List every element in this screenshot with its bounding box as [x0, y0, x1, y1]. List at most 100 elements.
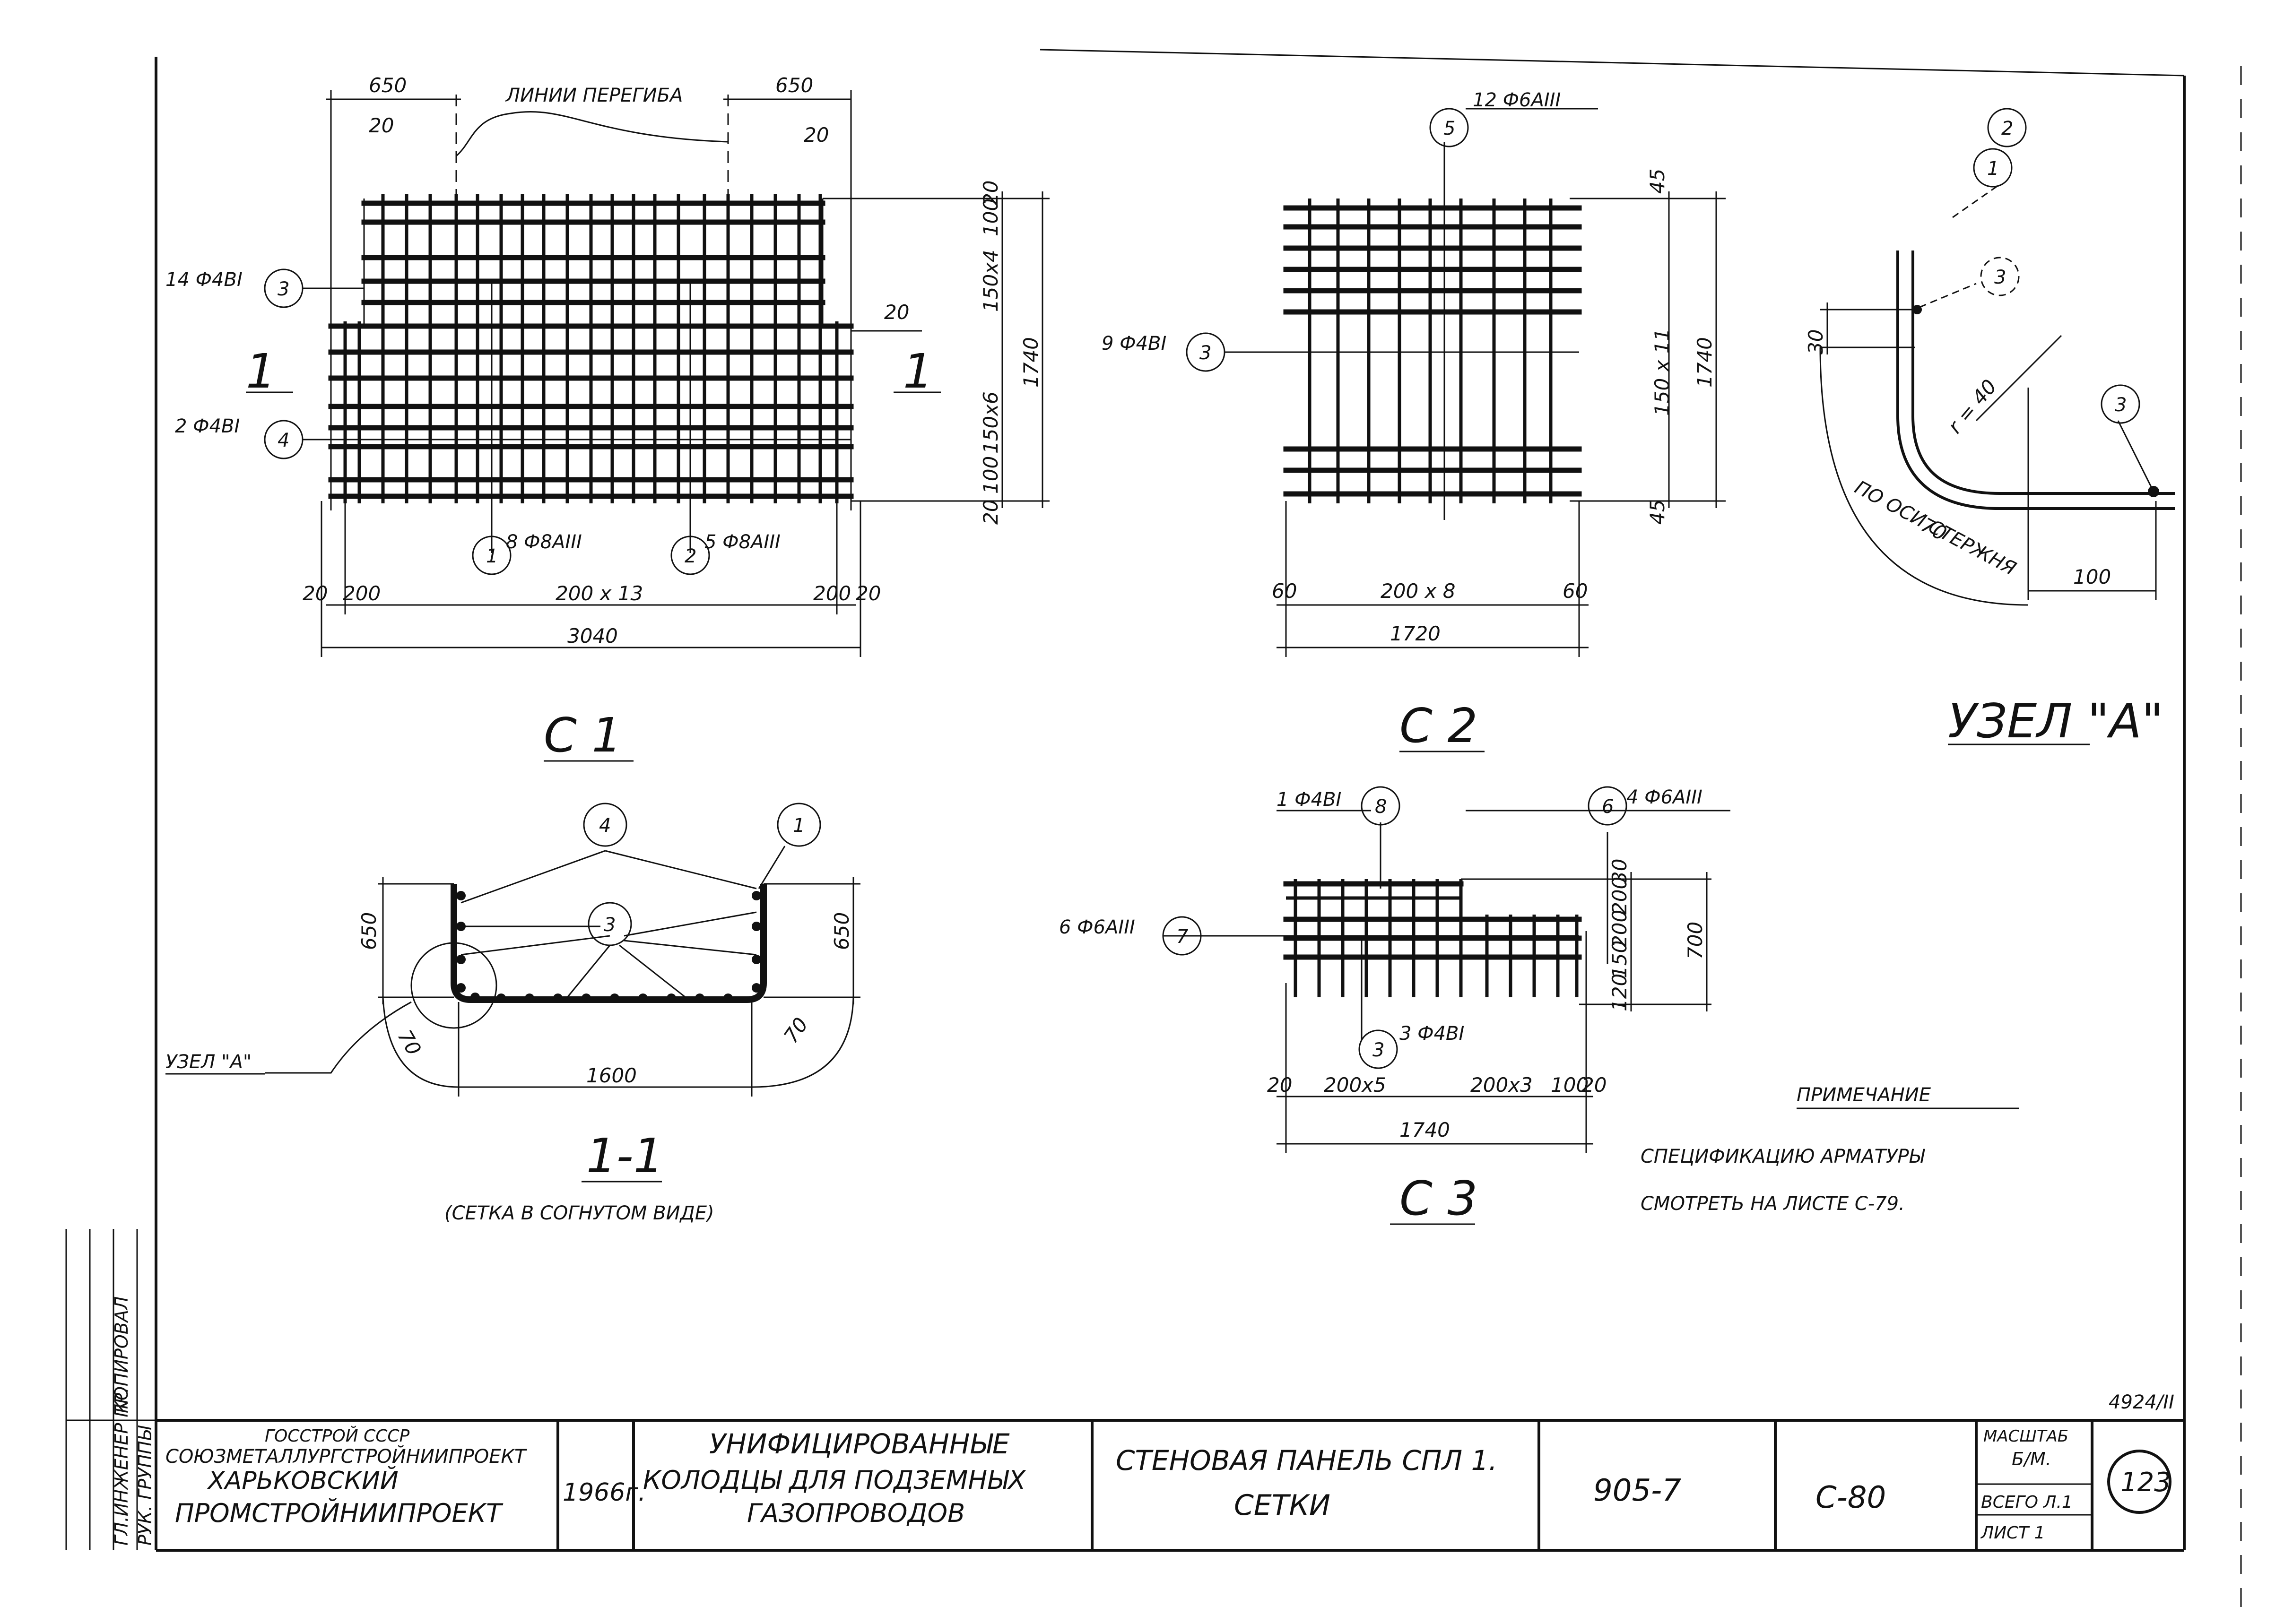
rebar-section-dot	[723, 993, 733, 1003]
note-block: ПРИМЕЧАНИЕ СПЕЦИФИКАЦИЮ АРМАТУРЫ СМОТРЕТ…	[1641, 1084, 2019, 1215]
callout-3f4: 3 Ф4ВI	[1399, 1023, 1464, 1045]
dim-bot-200: 200	[343, 582, 381, 605]
c2-title: С 2	[1399, 698, 1477, 753]
dim-c3-20a: 20	[1267, 1073, 1292, 1097]
dim-c3-30: 30	[1608, 859, 1631, 884]
svg-text:3: 3	[2115, 394, 2127, 416]
dim-c3-150: 150	[1608, 941, 1631, 978]
svg-text:1: 1	[793, 815, 805, 837]
section-mark-left: 1	[246, 344, 276, 399]
dim-bot-200b: 200	[813, 582, 851, 605]
rebar-section-dot	[752, 955, 761, 964]
svg-text:4: 4	[599, 815, 611, 837]
rebar-section-dot	[525, 993, 534, 1003]
marker-6-c3: 6	[1588, 786, 1627, 826]
dim-c3-120: 120	[1608, 974, 1631, 1011]
callout-9f4: 9 Ф4ВI	[1102, 333, 1166, 354]
dim-c3-1740: 1740	[1399, 1118, 1450, 1141]
mesh-c3-text: 30 200 200 150 120 700 20 200x5 200x3 10…	[1059, 786, 1707, 1226]
marker-3-sec: 3	[588, 902, 632, 946]
dim-c2-1740: 1740	[1693, 337, 1716, 388]
marker-1-node: 1	[1973, 148, 2013, 188]
sheet-frame	[155, 49, 2242, 1607]
svg-text:3: 3	[1199, 342, 1211, 364]
rebar-section-dot	[638, 993, 648, 1003]
rebar-section-dot	[496, 993, 506, 1003]
dim-100: 100	[2073, 565, 2111, 588]
org-line-1: ГОССТРОЙ СССР	[265, 1426, 409, 1446]
dim-c3-200a: 200	[1608, 877, 1631, 915]
callout-8f8: 8 Ф8АIII	[506, 531, 582, 553]
rebar-section-dot	[553, 993, 563, 1003]
dim-c3-700: 700	[1684, 922, 1707, 959]
stamp-line-1: РУК. ГРУППЫ	[135, 1425, 156, 1546]
section-mark-right: 1	[903, 344, 933, 399]
svg-text:3: 3	[278, 278, 289, 300]
marker-2-c1: 2	[670, 536, 710, 575]
scale-label: МАСШТАБ	[1983, 1427, 2068, 1446]
mesh-c3	[1163, 810, 1730, 1153]
drawing-number: С-80	[1815, 1480, 1886, 1515]
dim-c2-1720: 1720	[1390, 622, 1441, 645]
rebar-section-dot	[456, 983, 466, 993]
svg-text:7: 7	[1176, 926, 1189, 948]
bend-lines-label: ЛИНИИ ПЕРЕГИБА	[505, 85, 683, 106]
rebar-section-dot	[456, 891, 466, 900]
series-number: 905-7	[1593, 1473, 1681, 1508]
section-1-1	[265, 846, 860, 1097]
dim-45-bot: 45	[1646, 500, 1669, 525]
dim-c3-200x3: 200x3	[1470, 1073, 1533, 1097]
stamp-line-2: ГЛ.ИНЖЕНЕР ПР.	[111, 1387, 132, 1546]
rebar-section-dot	[470, 993, 480, 1002]
section-title: 1-1	[586, 1128, 663, 1183]
dim-c3-100: 100	[1551, 1073, 1589, 1097]
svg-text:4: 4	[278, 430, 289, 451]
dim-right-150x6: 150x6	[979, 391, 1002, 454]
callout-14f4: 14 Ф4ВI	[165, 269, 243, 291]
dim-bot-mid: 200 x 13	[556, 582, 643, 605]
marker-3-c2: 3	[1186, 332, 1225, 372]
marker-7-c3: 7	[1162, 916, 1202, 956]
dim-right-100: 100	[979, 199, 1002, 236]
project-line-3: ГАЗОПРОВОДОВ	[747, 1498, 965, 1528]
rebar-section-dot	[456, 955, 466, 964]
page-number: 123	[2120, 1467, 2171, 1498]
dim-20: 20	[369, 114, 394, 137]
rebar-section-dot	[610, 993, 619, 1003]
dim-650-left: 650	[369, 74, 407, 97]
dim-45-top: 45	[1646, 169, 1669, 194]
svg-text:3: 3	[604, 914, 616, 936]
c3-title: С 3	[1399, 1171, 1477, 1226]
marker-8-c3: 8	[1361, 786, 1400, 826]
sheet-index: ЛИСТ 1	[1980, 1523, 2045, 1543]
mesh-c2-text: 45 45 150 x 11 1740 60 200 x 8 60 1720 1…	[1102, 89, 1716, 753]
dim-right-150x4: 150x4	[979, 250, 1002, 312]
marker-3-c3: 3	[1358, 1029, 1398, 1069]
side-stamp: РУК. ГРУППЫ ГЛ.ИНЖЕНЕР ПР. КОПИРОВАЛ	[65, 1229, 156, 1550]
dim-bot-20b: 20	[856, 582, 881, 605]
note-line-2: СМОТРЕТЬ НА ЛИСТЕ С-79.	[1641, 1193, 1905, 1215]
rebar-section-dot	[667, 993, 676, 1003]
dim-3040: 3040	[567, 624, 618, 648]
org-line-4: ПРОМСТРОЙНИИПРОЕКТ	[175, 1498, 504, 1528]
dim-r40: r = 40	[1943, 375, 2001, 438]
marker-5-c2: 5	[1429, 108, 1469, 147]
total-sheets: ВСЕГО Л.1	[1981, 1493, 2073, 1512]
rebar-section-dot	[752, 983, 761, 993]
callout-4f6: 4 Ф6АIII	[1626, 786, 1702, 808]
mesh-c1-text: 650 650 ЛИНИИ ПЕРЕГИБА 20 20 20 20 100 1…	[165, 74, 1042, 763]
marker-1-sec: 1	[777, 803, 821, 847]
svg-text:2: 2	[685, 545, 696, 567]
svg-text:5: 5	[1443, 118, 1455, 139]
sheet-title-1: СТЕНОВАЯ ПАНЕЛЬ СПЛ 1.	[1116, 1444, 1497, 1477]
callout-5f8: 5 Ф8АIII	[704, 531, 781, 553]
dim-20: 20	[804, 123, 829, 147]
dim-c3-200b: 200	[1608, 910, 1631, 948]
callout-1f4: 1 Ф4ВI	[1277, 789, 1341, 811]
scale-value: Б/М.	[2012, 1449, 2051, 1469]
marker-4-sec: 4	[583, 803, 627, 847]
sheet-title-2: СЕТКИ	[1234, 1489, 1330, 1522]
dim-c3-200x5: 200x5	[1324, 1073, 1386, 1097]
position-markers: 3 4 1 2 5 3 2 1 3 3 4 1 3 8 6 7 3	[264, 108, 2140, 1069]
